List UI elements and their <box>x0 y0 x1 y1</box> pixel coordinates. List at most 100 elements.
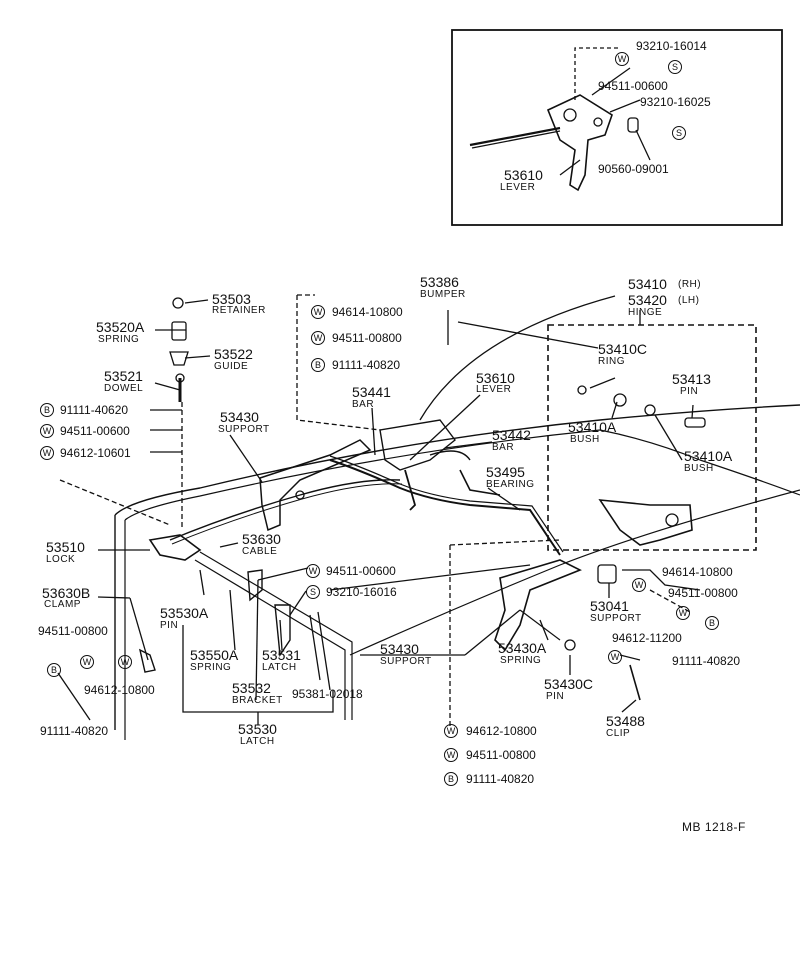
code-91111-40820-b: 91111-40820 <box>466 772 535 786</box>
washer-symbol: W <box>615 52 629 66</box>
part-53630B-number: 53630B <box>42 585 91 601</box>
part-53503-name: RETAINER <box>212 305 266 316</box>
lock-shape <box>148 534 202 561</box>
washer-symbol: W <box>444 724 458 738</box>
part-53520A-number: 53520A <box>96 319 145 335</box>
part-53510-name: LOCK <box>46 554 76 565</box>
washer-symbol: W <box>40 424 54 438</box>
part-53610-number: 53610 <box>476 370 515 386</box>
inset-frame <box>451 29 783 226</box>
part-53503-number: 53503 <box>212 291 251 307</box>
bolt-symbol: B <box>40 403 54 417</box>
inset-code-94511-00600: 94511-00600 <box>598 79 668 93</box>
part-53531-name: LATCH <box>262 662 297 673</box>
inset-lever-name: LEVER <box>500 182 536 193</box>
part-53521-name: DOWEL <box>104 383 144 394</box>
part-53610-name: LEVER <box>476 384 512 395</box>
washer-symbol: W <box>311 331 325 345</box>
washer-symbol: W <box>40 446 54 460</box>
part-53410A-2-name: BUSH <box>684 463 714 474</box>
washer-symbol: W <box>632 578 646 592</box>
code-94511-00800-left: 94511-00800 <box>38 624 108 638</box>
washer-symbol: W <box>676 606 690 620</box>
inset-code-90560-09001: 90560-09001 <box>598 162 669 176</box>
bolt-symbol: B <box>47 663 61 677</box>
code-94612-10800: 94612-10800 <box>466 724 537 738</box>
part-53041-name: SUPPORT <box>590 613 642 624</box>
spring-washer-symbol: S <box>672 126 686 140</box>
part-53630-number: 53630 <box>242 531 281 547</box>
part-53510-number: 53510 <box>46 539 85 555</box>
code-95381-02018: 95381-02018 <box>292 687 363 701</box>
part-53430A-name: SPRING <box>500 655 542 666</box>
support-upper-shape <box>259 439 372 532</box>
body-outline <box>114 404 800 516</box>
washer-symbol: W <box>311 305 325 319</box>
part-53420-side: (LH) <box>678 295 700 306</box>
code-94614-10800-right: 94614-10800 <box>662 565 733 579</box>
code-94511-00600-b: 94511-00600 <box>326 564 396 578</box>
part-53532-number: 53532 <box>232 680 271 696</box>
cable-line <box>169 479 401 541</box>
part-53430-upper-name: SUPPORT <box>218 424 270 435</box>
part-53442-number: 53442 <box>492 427 531 443</box>
part-53521-number: 53521 <box>104 368 143 384</box>
part-53531-number: 53531 <box>262 647 301 663</box>
part-53430C-name: PIN <box>546 691 565 702</box>
part-53550A-name: SPRING <box>190 662 232 673</box>
hinge-detail-box <box>547 324 757 551</box>
part-53532-name: BRACKET <box>232 695 283 706</box>
bolt-symbol: B <box>444 772 458 786</box>
part-53410A-name: BUSH <box>570 434 600 445</box>
bolt-symbol: B <box>705 616 719 630</box>
code-93210-16016: 93210-16016 <box>326 585 397 599</box>
part-53413-name: PIN <box>680 386 699 397</box>
part-53488-number: 53488 <box>606 713 645 729</box>
code-91111-40820-left: 91111-40820 <box>40 724 109 738</box>
support-lower-shape <box>494 559 582 652</box>
code-94511-00800-right: 94511-00800 <box>668 586 738 600</box>
part-53410-number: 53410 <box>628 276 667 292</box>
inset-code-93210-16025: 93210-16025 <box>640 95 711 109</box>
part-53041-number: 53041 <box>590 598 629 614</box>
washer-symbol: W <box>80 655 94 669</box>
part-53410C-name: RING <box>598 356 625 367</box>
code-91111-40620: 91111-40620 <box>60 403 129 417</box>
code-94511-00800: 94511-00800 <box>332 331 402 345</box>
part-53530-name: LATCH <box>240 736 275 747</box>
part-53630-name: CABLE <box>242 546 278 557</box>
part-53420-number: 53420 <box>628 292 667 308</box>
part-53410-side: (RH) <box>678 279 702 290</box>
code-94614-10800: 94614-10800 <box>332 305 403 319</box>
part-53441-name: BAR <box>352 399 375 410</box>
part-53530-number: 53530 <box>238 721 277 737</box>
part-53530A-name: PIN <box>160 620 179 631</box>
part-53413-number: 53413 <box>672 371 711 387</box>
washer-symbol: W <box>608 650 622 664</box>
part-53430-lower-number: 53430 <box>380 641 419 657</box>
part-53420-name: HINGE <box>628 307 663 318</box>
inset-lever-shape <box>546 94 613 192</box>
part-53550A-number: 53550A <box>190 647 239 663</box>
part-53441-number: 53441 <box>352 384 391 400</box>
part-53442-name: BAR <box>492 442 515 453</box>
inset-lever-number: 53610 <box>504 167 543 183</box>
hinge-shape <box>598 499 693 546</box>
code-94511-00800-b: 94511-00800 <box>466 748 536 762</box>
part-53410C-number: 53410C <box>598 341 648 357</box>
code-91111-40820-right: 91111-40820 <box>672 654 741 668</box>
part-53630B-name: CLAMP <box>44 599 81 610</box>
part-53495-name: BEARING <box>486 479 535 490</box>
spring-washer-symbol: S <box>668 60 682 74</box>
bolt-symbol: B <box>311 358 325 372</box>
inset-code-93210-16014: 93210-16014 <box>636 39 707 53</box>
part-53488-name: CLIP <box>606 728 631 739</box>
part-53522-name: GUIDE <box>214 361 249 372</box>
code-91111-40820: 91111-40820 <box>332 358 401 372</box>
part-53522-number: 53522 <box>214 346 253 362</box>
washer-symbol: W <box>306 564 320 578</box>
part-53386-name: BUMPER <box>420 289 466 300</box>
code-94511-00600: 94511-00600 <box>60 424 130 438</box>
part-53495-number: 53495 <box>486 464 525 480</box>
washer-symbol: W <box>118 655 132 669</box>
